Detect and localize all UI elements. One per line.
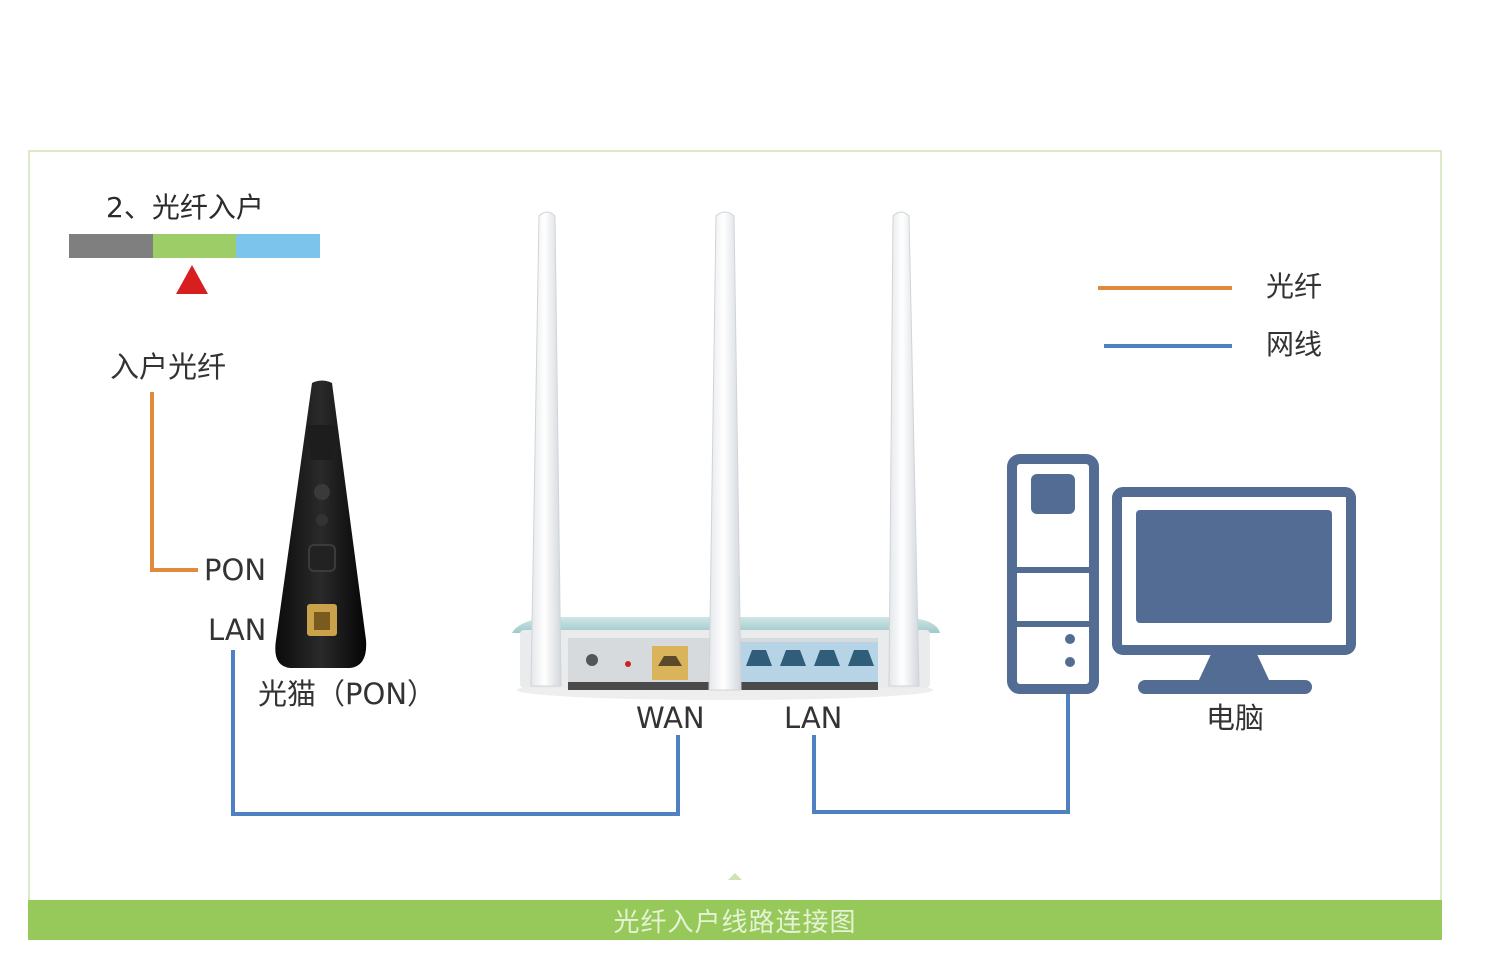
step-progress-bar — [69, 234, 320, 294]
progress-segment-2 — [153, 234, 236, 258]
antenna-left — [530, 211, 562, 687]
computer-icon — [1007, 454, 1356, 694]
caption-marker-icon — [728, 873, 742, 880]
router-lan-label: LAN — [784, 701, 843, 735]
footer-caption: 光纤入户线路连接图 — [28, 900, 1442, 940]
router-wan-label: WAN — [636, 701, 705, 735]
antenna-center — [708, 211, 742, 691]
pc-tower-icon — [1007, 454, 1099, 694]
modem-name-label: 光猫（PON） — [258, 677, 437, 711]
monitor-icon — [1112, 487, 1356, 694]
step-title: 2、光纤入户 — [106, 191, 264, 224]
cable-modem-to-wan — [231, 650, 680, 816]
router-lan-ports — [746, 650, 874, 666]
antenna-right — [888, 211, 920, 687]
legend-cable-label: 网线 — [1266, 328, 1323, 361]
pon-port-label: PON — [204, 553, 267, 587]
cable-lan-to-computer — [812, 690, 1070, 814]
legend-fiber-label: 光纤 — [1266, 270, 1323, 303]
computer-label: 电脑 — [1206, 701, 1265, 735]
modem-lan-label: LAN — [208, 613, 267, 647]
fiber-in-label: 入户光纤 — [110, 350, 227, 384]
optical-modem-icon — [275, 380, 367, 668]
progress-segment-1 — [69, 234, 153, 258]
router-icon — [512, 211, 940, 700]
router-wan-port — [652, 646, 688, 680]
fiber-line — [150, 392, 198, 572]
progress-segment-3 — [236, 234, 320, 258]
progress-marker-icon — [176, 265, 208, 294]
